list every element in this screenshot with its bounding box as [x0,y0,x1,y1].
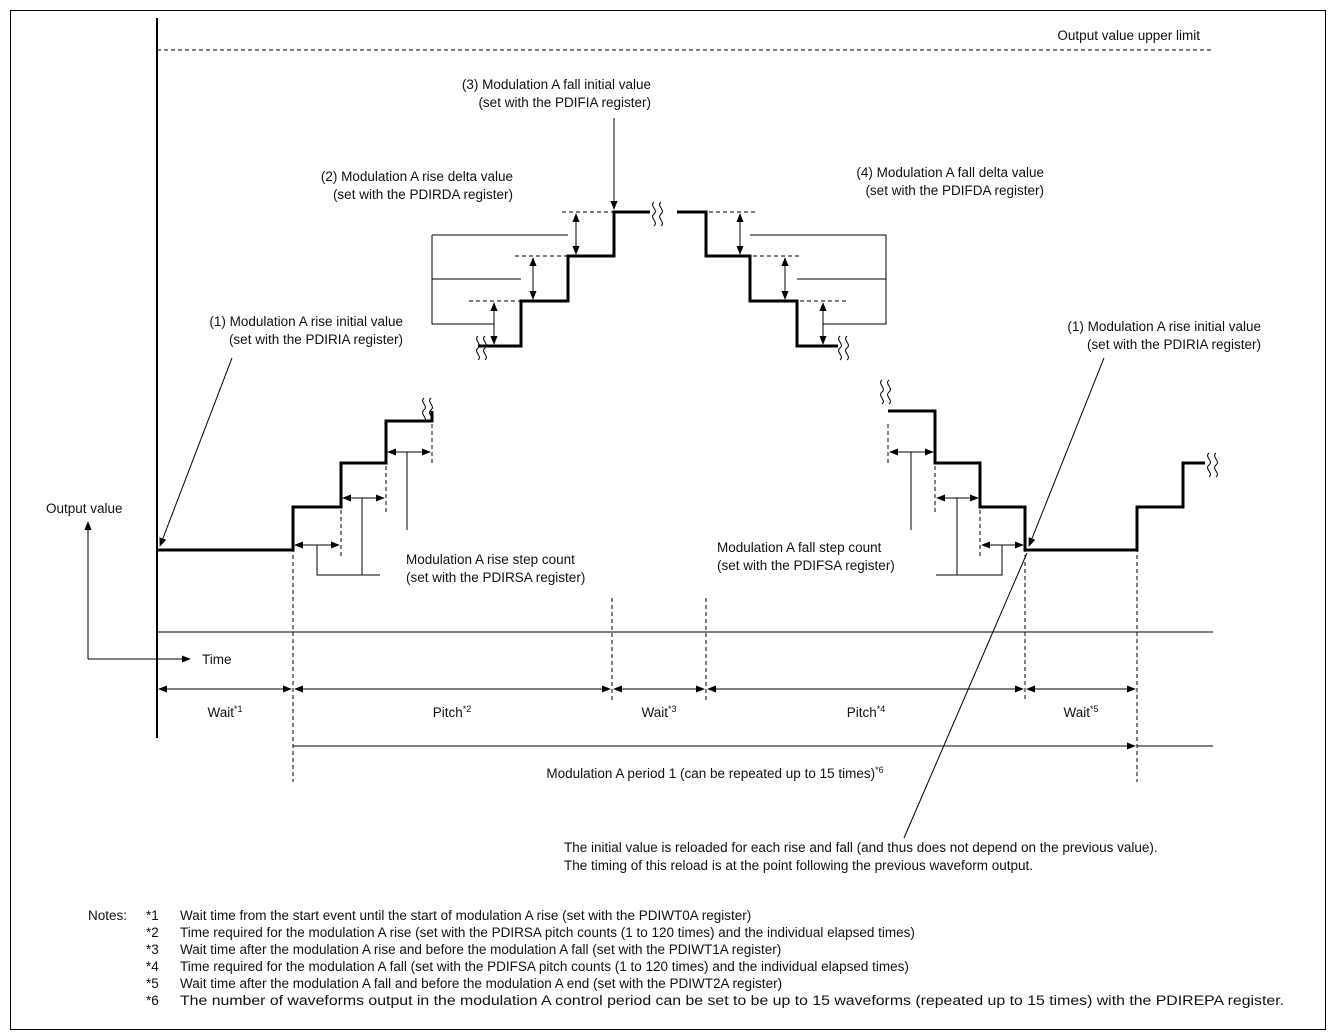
fall-delta-1: (4) Modulation A fall delta value [856,165,1044,180]
waveform-right [888,409,1205,552]
fall-initial-2: (set with the PDIFIA register) [478,95,651,110]
rise-delta-2: (set with the PDIRDA register) [333,187,513,202]
fall-step-1: Modulation A fall step count [717,540,882,555]
note-text-2: Time required for the modulation A rise … [180,925,915,940]
rise-initial-left-2: (set with the PDIRIA register) [229,332,403,347]
rise-step-indicators [294,424,433,576]
output-value-label: Output value [46,501,123,516]
rise-delta-indicators [431,211,616,345]
waveform-left [157,411,434,552]
waveform-mid-right [677,210,838,348]
note-mark-5: *5 [146,976,159,991]
fall-step-indicators [887,424,1024,576]
note-text-4: Time required for the modulation A fall … [180,959,909,974]
upper-limit-label: Output value upper limit [1057,28,1200,43]
note-text-1: Wait time from the start event until the… [180,908,751,923]
rise-initial-left-1: (1) Modulation A rise initial value [209,314,403,329]
note-mark-1: *1 [146,908,159,923]
notes-heading: Notes: [88,908,127,923]
waveform-mid [478,210,650,348]
fall-step-2: (set with the PDIFSA register) [717,558,895,573]
rise-initial-right-1: (1) Modulation A rise initial value [1067,319,1261,334]
figure-frame [10,10,1326,1030]
rise-step-2: (set with the PDIRSA register) [406,570,585,585]
interval-label-4: Pitch*4 [847,704,886,720]
fall-initial-1: (3) Modulation A fall initial value [462,77,651,92]
rise-initial-arrow-left [159,357,233,547]
period-label: Modulation A period 1 (can be repeated u… [546,765,883,781]
note-text-6: The number of waveforms output in the mo… [180,993,1284,1008]
note-mark-6: *6 [146,993,159,1008]
rise-initial-arrow-right [1028,357,1105,547]
rise-step-1: Modulation A rise step count [406,552,575,567]
time-label: Time [202,652,232,667]
fall-delta-indicators [702,211,887,345]
interval-arrows [158,685,1213,750]
note-mark-2: *2 [146,925,159,940]
interval-label-3: Wait*3 [641,704,676,720]
reload-note-2: The timing of this reload is at the poin… [564,858,1033,873]
note-text-3: Wait time after the modulation A rise an… [180,942,781,957]
break-marks [422,201,1218,478]
reload-pointer [903,552,1028,839]
rise-initial-right-2: (set with the PDIRIA register) [1087,337,1261,352]
note-text-5: Wait time after the modulation A fall an… [180,976,782,991]
note-mark-3: *3 [146,942,159,957]
notes-list: *1 Wait time from the start event until … [146,908,1284,1008]
interval-label-5: Wait*5 [1063,704,1098,720]
interval-label-2: Pitch*2 [433,704,472,720]
interval-label-1: Wait*1 [207,704,242,720]
note-mark-4: *4 [146,959,159,974]
fall-delta-2: (set with the PDIFDA register) [865,183,1044,198]
reload-note-1: The initial value is reloaded for each r… [564,840,1158,855]
rise-delta-1: (2) Modulation A rise delta value [321,169,513,184]
